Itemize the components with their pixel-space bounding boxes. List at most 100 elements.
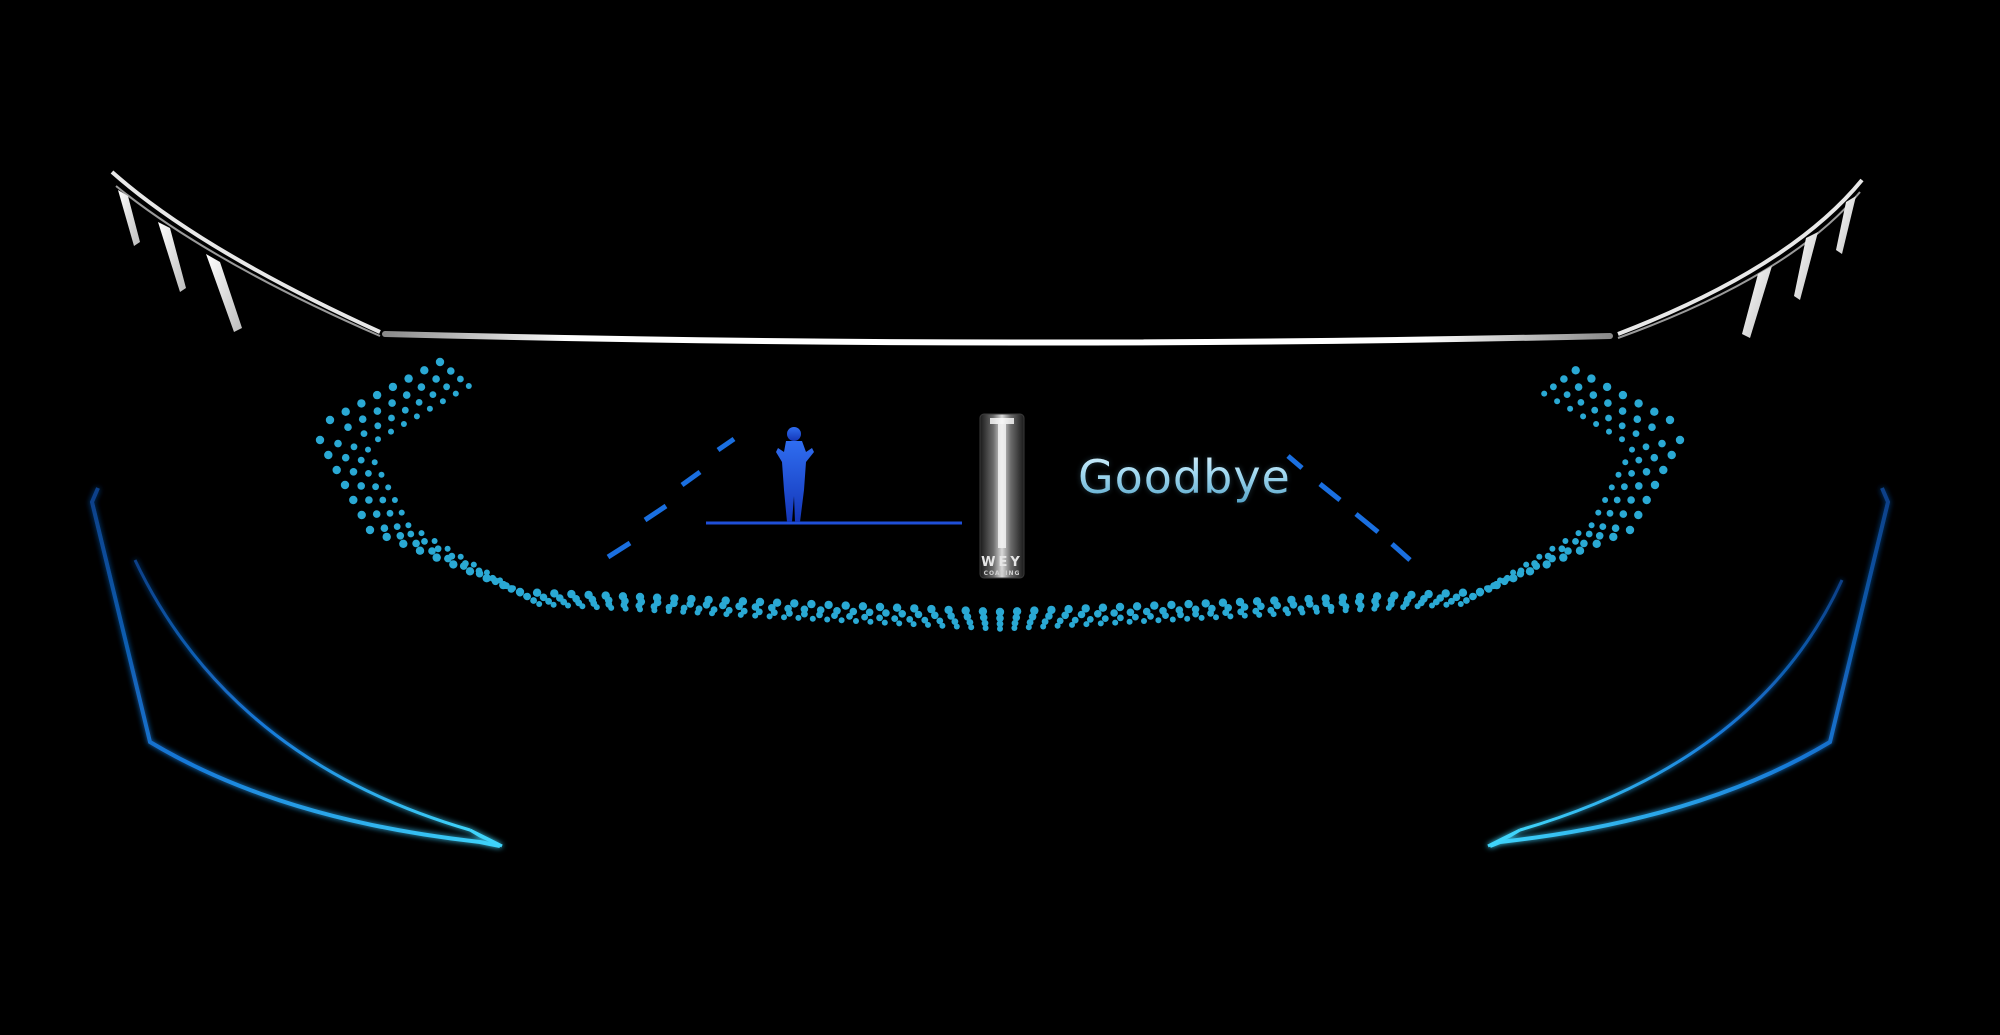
grille-dot bbox=[637, 606, 643, 613]
grille-dot bbox=[1665, 415, 1675, 425]
grille-dot bbox=[413, 413, 420, 420]
greeting-text: Goodbye bbox=[1078, 450, 1291, 504]
grille-dot bbox=[357, 399, 366, 408]
grille-dot bbox=[841, 601, 850, 610]
grille-dot bbox=[622, 605, 629, 612]
grille-dot bbox=[953, 623, 960, 630]
grille-dot bbox=[1101, 615, 1109, 622]
left-lower-light-strip bbox=[89, 487, 503, 848]
grille-dot bbox=[795, 614, 802, 621]
grille-dot bbox=[357, 510, 366, 520]
grille-dot bbox=[388, 382, 398, 392]
brand-logo-badge: WEY COATING bbox=[979, 413, 1025, 579]
grille-dot bbox=[709, 610, 715, 617]
grille-dot bbox=[523, 593, 530, 600]
grille-dot bbox=[1632, 430, 1640, 437]
grille-dot bbox=[881, 619, 888, 626]
grille-dot bbox=[876, 614, 883, 622]
grille-dot bbox=[1588, 522, 1595, 529]
grille-dot bbox=[735, 602, 743, 611]
grille-dot bbox=[417, 383, 426, 391]
grille-dot bbox=[1026, 619, 1034, 626]
grille-dot bbox=[1141, 618, 1147, 624]
grille-dot bbox=[372, 510, 381, 518]
grille-dot bbox=[1619, 436, 1625, 443]
grille-dot bbox=[978, 607, 988, 616]
grille-dot bbox=[1563, 391, 1571, 398]
grille-dot bbox=[465, 567, 475, 576]
grille-dot bbox=[723, 611, 730, 618]
grille-dot bbox=[418, 530, 425, 537]
grille-dot bbox=[1025, 624, 1032, 631]
grille-dot bbox=[340, 480, 350, 490]
grille-dot bbox=[1012, 613, 1021, 622]
grille-dot bbox=[968, 624, 975, 631]
grille-dot bbox=[1083, 621, 1090, 628]
grille-dot bbox=[1559, 553, 1568, 562]
grille-dot bbox=[1167, 600, 1176, 610]
grille-dot bbox=[357, 456, 365, 464]
grille-dot bbox=[545, 597, 552, 605]
grille-dot bbox=[1592, 539, 1601, 548]
grille-dot bbox=[428, 547, 436, 555]
grille-dot bbox=[831, 612, 838, 619]
grille-dot bbox=[1011, 619, 1019, 627]
grille-dot bbox=[1257, 602, 1265, 611]
grille-dot bbox=[1184, 599, 1193, 609]
grille-dot bbox=[341, 407, 350, 416]
grille-dot bbox=[1241, 612, 1248, 619]
top-light-bar bbox=[110, 170, 1864, 346]
grille-dot bbox=[432, 375, 440, 383]
grille-dot bbox=[809, 615, 816, 622]
grille-dot bbox=[891, 615, 899, 622]
grille-dot bbox=[816, 611, 823, 619]
grille-dot bbox=[532, 588, 542, 597]
grille-dot bbox=[1484, 585, 1490, 592]
grille-dot bbox=[939, 622, 946, 629]
grille-dot bbox=[457, 553, 464, 560]
grille-dot bbox=[372, 483, 379, 491]
grille-dot bbox=[378, 471, 385, 478]
grille-dot bbox=[927, 604, 936, 614]
grille-dot bbox=[434, 545, 442, 553]
grille-dot bbox=[882, 609, 890, 617]
grille-dot bbox=[439, 398, 446, 405]
grille-dot bbox=[1299, 609, 1306, 616]
grille-dot bbox=[1071, 616, 1079, 624]
grille-dot bbox=[1357, 606, 1363, 613]
grille-dot bbox=[388, 428, 394, 435]
grille-dot bbox=[1400, 604, 1407, 611]
grille-dot bbox=[375, 436, 381, 443]
grille-dot bbox=[849, 607, 858, 616]
grille-dot bbox=[1054, 622, 1061, 629]
grille-dot bbox=[470, 561, 477, 568]
grille-dot bbox=[875, 602, 885, 612]
grille-dot bbox=[385, 484, 392, 491]
grille-dot bbox=[752, 612, 759, 619]
grille-dot bbox=[1497, 577, 1503, 584]
grille-dot bbox=[1452, 593, 1461, 602]
grille-dot bbox=[452, 390, 459, 397]
grille-dot bbox=[1457, 601, 1464, 607]
grille-dot bbox=[1554, 398, 1561, 405]
grille-dot bbox=[800, 605, 809, 614]
grille-dot bbox=[1634, 510, 1643, 520]
grille-dot bbox=[1432, 598, 1440, 606]
grille-dot bbox=[497, 577, 503, 584]
grille-dot bbox=[1608, 484, 1615, 491]
grille-dot bbox=[579, 603, 586, 610]
grille-dot bbox=[382, 532, 391, 542]
grille-dot bbox=[510, 585, 516, 592]
grille-dot bbox=[1635, 482, 1643, 490]
grille-dot bbox=[1458, 588, 1468, 597]
grille-dot bbox=[1589, 391, 1598, 399]
grille-dot bbox=[1618, 390, 1628, 400]
grille-dot bbox=[372, 390, 382, 400]
grille-dot bbox=[1580, 413, 1587, 420]
grille-dot bbox=[1558, 545, 1566, 553]
grille-dot bbox=[947, 612, 955, 620]
grille-dot bbox=[420, 366, 429, 375]
grille-dot bbox=[398, 509, 405, 516]
grille-dot bbox=[853, 618, 859, 624]
grille-dot bbox=[1531, 560, 1538, 567]
